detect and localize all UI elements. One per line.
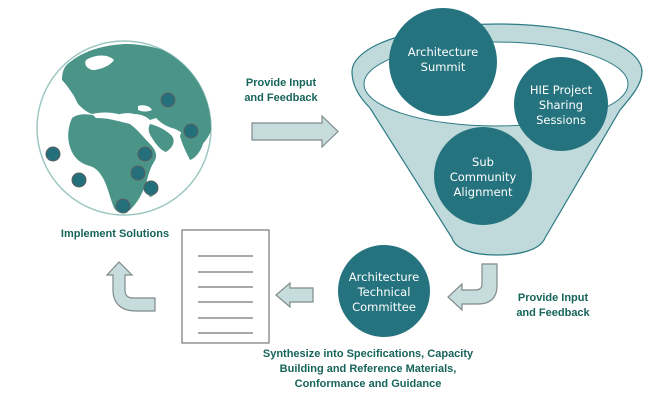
- arrow-left-icon: [275, 281, 314, 309]
- arrow-curved-up-icon: [105, 261, 156, 312]
- label-line: Building and Reference Materials,: [279, 363, 457, 375]
- label-line: Provide Input: [245, 77, 317, 89]
- node-label-line: Alignment: [454, 185, 513, 199]
- node-label-line: Summit: [421, 60, 466, 74]
- node-label-line: Architecture: [349, 270, 419, 284]
- label-line: Provide Input: [517, 292, 589, 304]
- location-dot: [115, 198, 131, 214]
- node-architecture-summit: Architecture Summit: [389, 8, 497, 116]
- globe-icon: [36, 40, 212, 216]
- node-label-line: Sub: [472, 155, 494, 169]
- node-label-line: Sessions: [536, 113, 586, 127]
- label-line: and Feedback: [244, 92, 318, 104]
- label-provide-input-top: Provide Input and Feedback: [236, 76, 326, 106]
- node-label-line: Community: [450, 170, 517, 184]
- node-label-line: HIE Project: [530, 83, 593, 97]
- location-dot: [160, 92, 176, 108]
- node-hie-project-sharing-sessions: HIE Project Sharing Sessions: [514, 57, 608, 151]
- location-dot: [45, 146, 61, 162]
- arrow-curved-down-left-icon: [447, 263, 498, 312]
- label-synthesize: Synthesize into Specifications, Capacity…: [258, 347, 478, 392]
- location-dot: [137, 146, 153, 162]
- node-label-line: Technical: [357, 285, 411, 299]
- label-line: and Feedback: [516, 307, 590, 319]
- location-dot: [130, 165, 146, 181]
- node-label-line: Committee: [352, 300, 416, 314]
- label-provide-input-bottom: Provide Input and Feedback: [508, 291, 598, 321]
- location-dot: [143, 180, 159, 196]
- node-sub-community-alignment: Sub Community Alignment: [434, 127, 532, 225]
- node-architecture-technical-committee: Architecture Technical Committee: [338, 245, 430, 337]
- arrow-right-icon: [251, 114, 339, 149]
- location-dots: [45, 92, 199, 214]
- label-implement-solutions: Implement Solutions: [60, 228, 170, 240]
- node-label-line: Architecture: [408, 45, 478, 59]
- label-line: Conformance and Guidance: [294, 378, 442, 390]
- location-dot: [71, 172, 87, 188]
- document-icon: [181, 229, 270, 344]
- globe-land: [62, 44, 211, 213]
- label-line: Synthesize into Specifications, Capacity: [262, 348, 474, 360]
- location-dot: [183, 123, 199, 139]
- node-label-line: Sharing: [539, 98, 583, 112]
